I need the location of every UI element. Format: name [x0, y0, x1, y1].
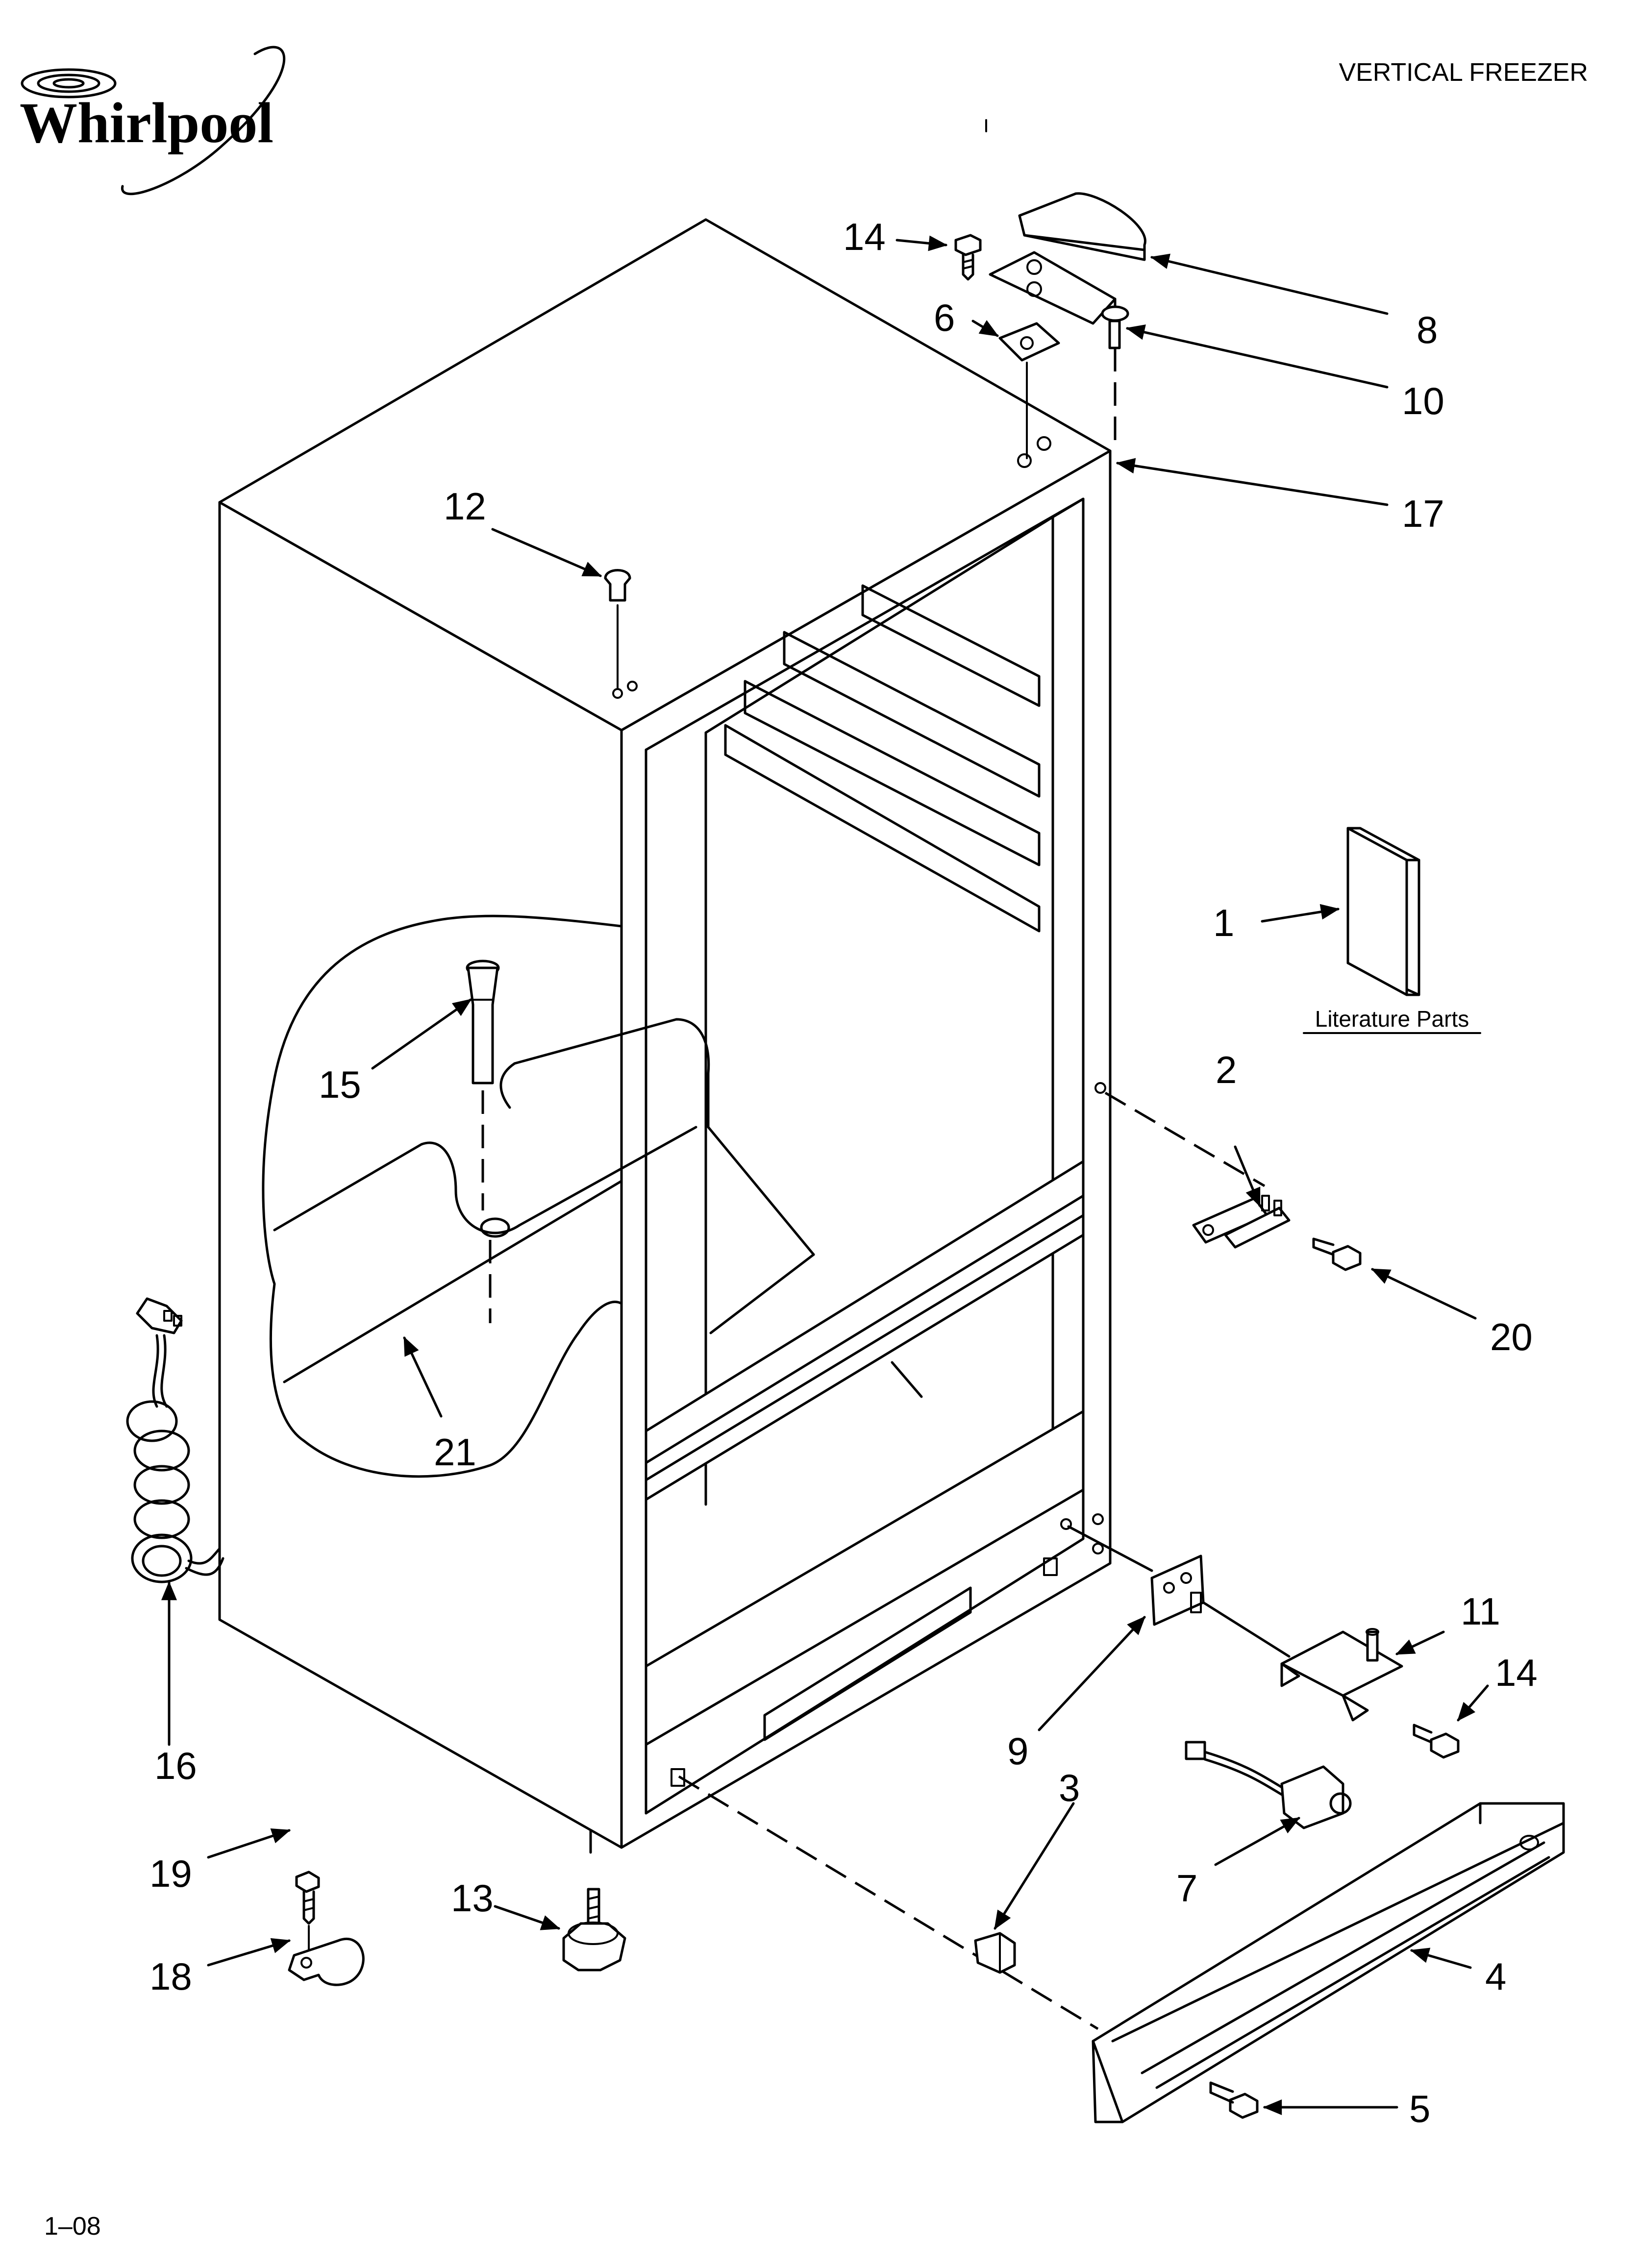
callout-9: 9	[1007, 1729, 1028, 1773]
power-cord	[126, 1297, 224, 1583]
brand-name: Whirlpool	[20, 91, 274, 155]
footer-code: 1–08	[44, 2212, 101, 2241]
cabinet	[218, 218, 1112, 1854]
callout-14-top: 14	[843, 215, 886, 258]
callout-17: 17	[1402, 492, 1444, 535]
callout-numbers: 14 6 8 10 17 12 1 2 20 15 21 16 11 14 9 …	[149, 215, 1538, 2130]
callout-20: 20	[1490, 1315, 1533, 1358]
callout-21: 21	[434, 1430, 476, 1474]
callout-19: 19	[149, 1852, 192, 1895]
literature-label: Literature Parts	[1315, 1006, 1469, 1032]
callout-13: 13	[451, 1876, 494, 1920]
plug-button	[604, 569, 631, 690]
callout-6: 6	[934, 296, 955, 339]
callout-5: 5	[1409, 2087, 1430, 2130]
bottom-hinge-assembly	[1067, 1525, 1460, 1759]
center-hinge-assembly	[1104, 1091, 1362, 1271]
callout-1: 1	[1213, 901, 1234, 944]
leader-lines	[161, 235, 1489, 2115]
callout-12: 12	[444, 485, 486, 528]
top-hinge-assembly	[954, 192, 1146, 459]
leveling-leg	[562, 1888, 626, 1972]
callout-7: 7	[1176, 1867, 1197, 1910]
hinge-cover	[1018, 192, 1146, 261]
callout-4: 4	[1485, 1955, 1506, 1998]
literature-book	[1346, 827, 1420, 996]
cutaway-liner	[262, 914, 815, 1478]
drain-tube	[466, 960, 510, 1323]
callout-2: 2	[1216, 1048, 1237, 1091]
callout-3: 3	[1059, 1766, 1080, 1809]
callout-15: 15	[319, 1063, 361, 1106]
logo-swirl-icon	[21, 46, 286, 196]
whirlpool-logo: Whirlpool	[20, 46, 286, 196]
callout-11: 11	[1461, 1590, 1500, 1633]
cord-clamp	[288, 1871, 365, 1986]
callout-16: 16	[154, 1744, 197, 1787]
base-grille-assembly	[678, 1741, 1565, 2123]
callout-8: 8	[1417, 308, 1438, 351]
callout-18: 18	[149, 1955, 192, 1998]
evaporator-shelves	[724, 584, 1041, 933]
page-title: VERTICAL FREEZER	[1339, 58, 1588, 87]
callout-10: 10	[1402, 379, 1444, 422]
callout-14-bottom: 14	[1495, 1651, 1538, 1694]
